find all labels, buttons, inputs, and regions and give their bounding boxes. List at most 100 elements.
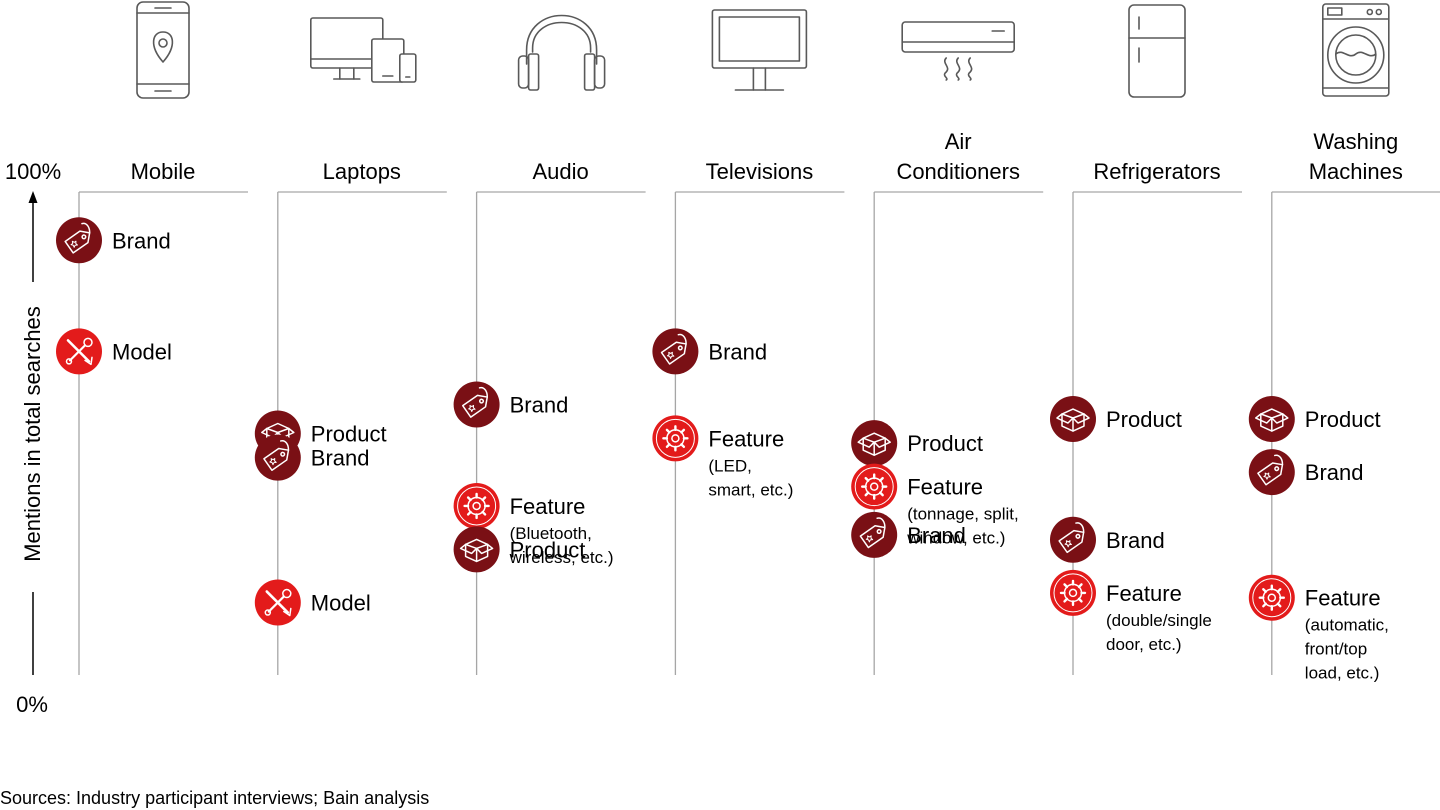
- category-label: Air: [945, 129, 972, 154]
- data-point-label: Brand: [112, 228, 171, 253]
- gear-icon: [457, 486, 497, 526]
- data-point-label: Product: [510, 537, 586, 562]
- data-point-label: Product: [1106, 407, 1182, 432]
- data-point-marker: [652, 415, 699, 462]
- data-point-marker: [652, 328, 699, 375]
- data-point-detail: front/top: [1305, 640, 1367, 659]
- data-point-detail: (double/single: [1106, 611, 1212, 630]
- data-point-label: Feature: [907, 475, 983, 500]
- data-point: Brand: [851, 511, 966, 558]
- data-point-marker: [1050, 569, 1096, 616]
- data-point-detail: (Bluetooth,: [510, 524, 592, 543]
- category-label: Mobile: [131, 159, 196, 184]
- price-tag-icon: [64, 222, 91, 254]
- price-tag-icon: [859, 517, 886, 549]
- box-icon: [1056, 408, 1090, 432]
- y-axis: 100% 0% Mentions in total searches: [5, 159, 61, 717]
- category-label: Washing: [1313, 129, 1398, 154]
- data-point: Feature (automatic, front/top load, etc.): [1248, 574, 1389, 683]
- y-axis-top-label: 100%: [5, 159, 61, 184]
- data-point-label: Product: [311, 422, 387, 447]
- data-point-label: Model: [112, 339, 172, 364]
- data-point-marker: [1248, 574, 1295, 621]
- category-label: Conditioners: [896, 159, 1020, 184]
- data-point-marker: [851, 463, 898, 510]
- data-point-detail: window, etc.): [906, 529, 1005, 548]
- data-point: Product: [851, 420, 983, 467]
- data-point: Model: [56, 328, 172, 375]
- data-point: Brand: [56, 217, 171, 264]
- y-axis-bottom-label: 0%: [16, 692, 48, 717]
- data-point-detail: (tonnage, split,: [907, 505, 1019, 524]
- smartphone-location-icon: [136, 1, 190, 99]
- box-icon: [857, 432, 891, 456]
- data-point-marker: [453, 482, 500, 529]
- data-point-label: Feature: [1106, 581, 1182, 606]
- data-point-label: Brand: [510, 393, 569, 418]
- data-point: Product: [1050, 396, 1182, 443]
- data-point-label: Product: [1305, 407, 1381, 432]
- data-point: Brand: [453, 381, 569, 428]
- price-tag-icon: [1257, 454, 1284, 486]
- box-icon: [459, 538, 494, 563]
- data-point: Feature(Bluetooth,wireless, etc.): [453, 482, 614, 567]
- data-point-label: Product: [907, 431, 983, 456]
- data-point: Product: [453, 526, 586, 573]
- refrigerator-icon: [1128, 4, 1186, 98]
- gear-icon: [1252, 578, 1292, 618]
- data-point-marker: [56, 217, 102, 264]
- category-label: Machines: [1309, 159, 1403, 184]
- data-point: Brand: [652, 328, 767, 375]
- y-axis-arrowhead: [28, 191, 38, 203]
- price-tag-icon: [660, 333, 687, 365]
- gear-icon: [655, 418, 695, 458]
- tools-icon: [264, 588, 292, 617]
- price-tag-icon: [462, 386, 488, 418]
- data-point-label: Feature: [1305, 586, 1381, 611]
- y-axis-title: Mentions in total searches: [20, 306, 45, 562]
- data-point-detail: (LED,: [708, 456, 751, 475]
- data-point-detail: smart, etc.): [708, 480, 793, 499]
- category-label: Audio: [532, 159, 588, 184]
- data-point-label: Feature: [708, 426, 784, 451]
- washing-machine-icon: [1322, 3, 1390, 97]
- gear-icon: [1053, 573, 1093, 613]
- sources-footnote: Sources: Industry participant interviews…: [0, 788, 429, 808]
- computer-devices-icon: [309, 17, 417, 83]
- data-point-marker: [1248, 449, 1295, 496]
- data-point: Product: [1248, 396, 1381, 443]
- box-icon: [1255, 408, 1289, 432]
- category-label: Laptops: [323, 159, 401, 184]
- data-point: Feature (LED, smart, etc.): [652, 415, 793, 499]
- price-tag-icon: [1058, 522, 1085, 554]
- data-point: Feature (tonnage, split, window, etc.): [851, 463, 1019, 548]
- data-point-label: Brand: [1305, 460, 1364, 485]
- price-tag-icon: [263, 440, 290, 472]
- data-point-label: Model: [311, 591, 371, 616]
- data-point-label: Brand: [1106, 528, 1165, 553]
- data-point: Brand: [1050, 516, 1165, 563]
- data-point-label: Brand: [907, 523, 966, 548]
- data-point-marker: [254, 434, 301, 481]
- data-point-detail: load, etc.): [1305, 664, 1380, 683]
- data-point: Brand: [1248, 449, 1364, 496]
- data-point-detail: (automatic,: [1305, 616, 1389, 635]
- category-label: Televisions: [706, 159, 814, 184]
- data-point: Brand: [254, 434, 370, 481]
- air-conditioner-icon: [901, 21, 1016, 81]
- tools-icon: [65, 337, 93, 366]
- data-point: Model: [254, 579, 371, 626]
- data-point-label: Brand: [708, 339, 767, 364]
- data-point-marker: [453, 381, 500, 428]
- data-point-marker: [1050, 516, 1096, 563]
- data-point-label: Feature: [510, 494, 586, 519]
- gear-icon: [854, 467, 894, 507]
- category-column: RefrigeratorsProductBrandFeature(double/…: [1050, 4, 1242, 675]
